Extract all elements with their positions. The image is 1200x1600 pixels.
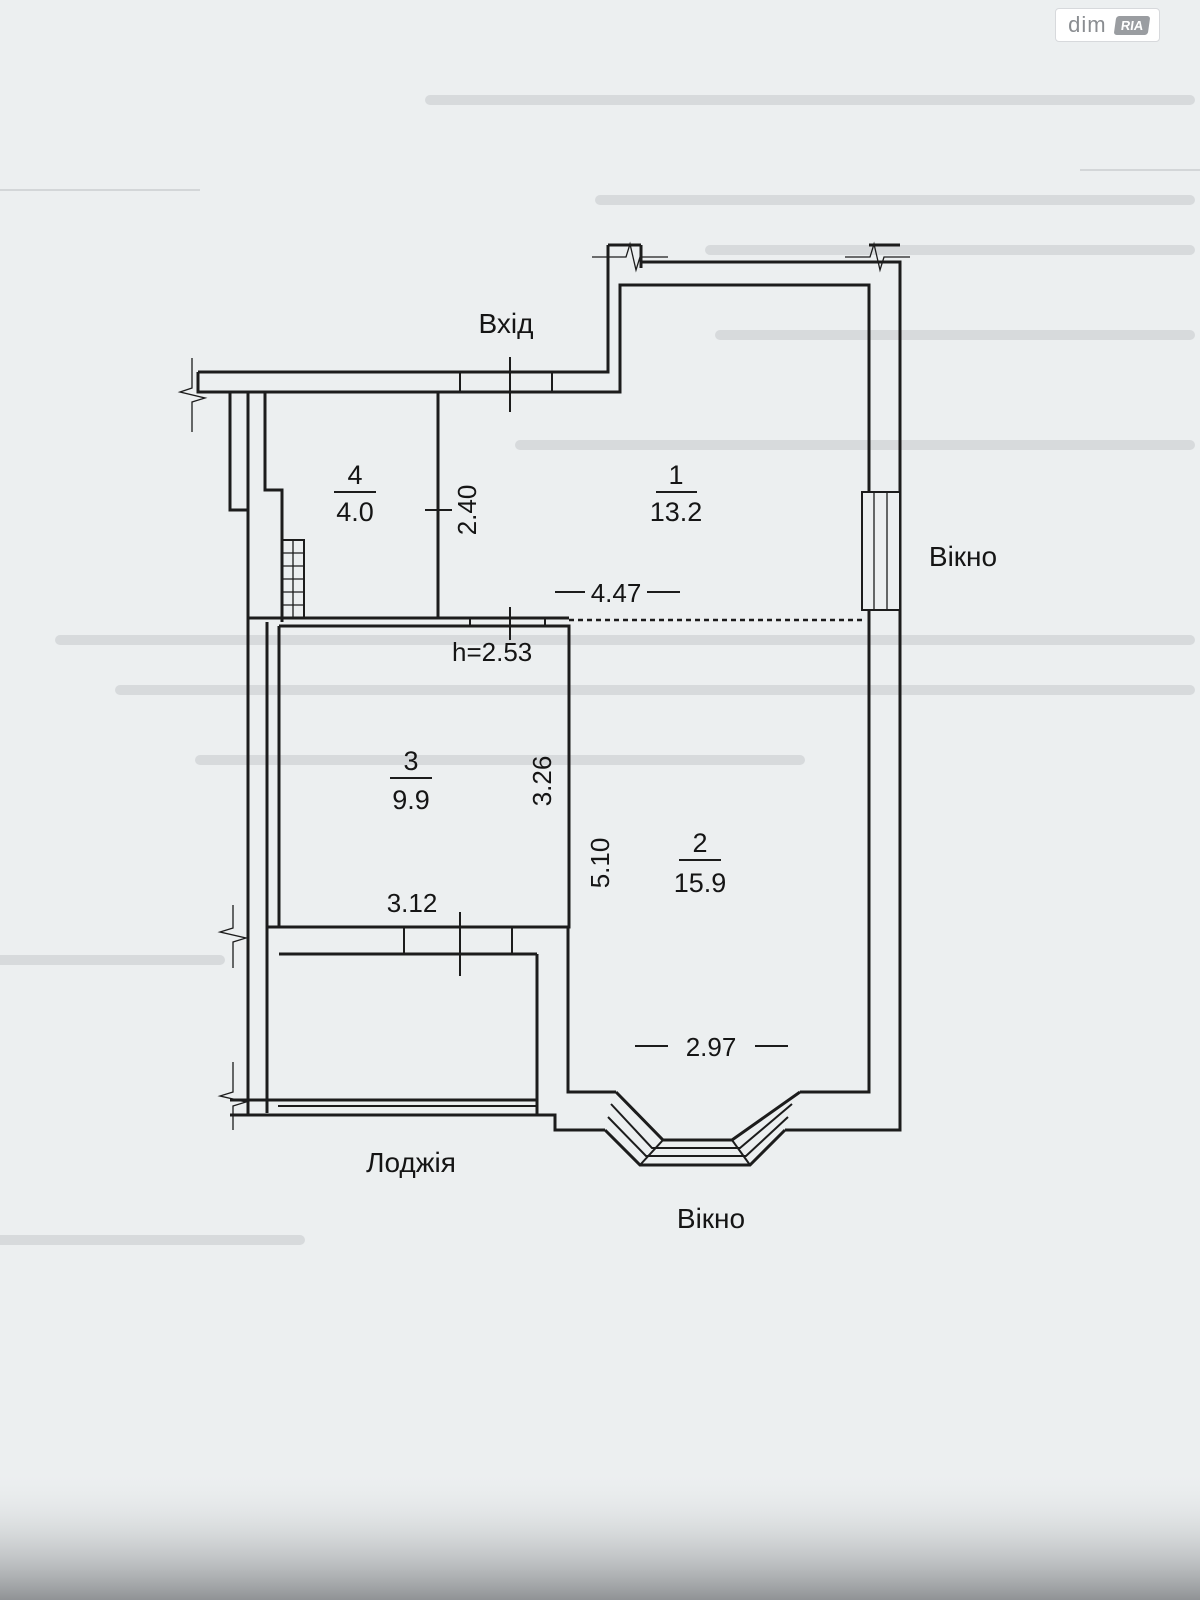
interior-walls [246, 372, 862, 956]
exterior-walls [196, 243, 902, 1132]
caption-window-bottom: Вікно [677, 1203, 745, 1234]
caption-loggia: Лоджія [366, 1147, 456, 1178]
dimension-room2-depth: 5.10 [585, 838, 615, 889]
caption-window-right: Вікно [929, 541, 997, 572]
caption-entrance: Вхід [479, 308, 534, 339]
dimension-room3-depth: 3.26 [527, 756, 557, 807]
room-number: 2 [692, 828, 707, 858]
room-3-label: 3 9.9 [390, 746, 432, 815]
room-area: 15.9 [674, 868, 727, 898]
room-1-label: 1 13.2 [650, 460, 703, 527]
dimension-room2-width: 2.97 [686, 1032, 737, 1062]
side-window [861, 491, 901, 611]
dim-ria-watermark: dim RIA [1055, 8, 1160, 42]
watermark-text: dim [1068, 12, 1107, 37]
wall-break-symbols [177, 241, 910, 1130]
dimension-corridor-width: 4.47 [591, 578, 642, 608]
room-number: 1 [668, 460, 683, 490]
room-area: 4.0 [336, 497, 374, 527]
room-number: 3 [403, 746, 418, 776]
bay-window [603, 1090, 801, 1167]
dimension-ticks [425, 357, 788, 1047]
dimension-room3-width: 3.12 [387, 888, 438, 918]
room-number: 4 [347, 460, 362, 490]
dimension-room4-height: 2.40 [452, 485, 482, 536]
room-area: 13.2 [650, 497, 703, 527]
room-area: 9.9 [392, 785, 430, 815]
room-4-label: 4 4.0 [334, 460, 376, 527]
ceiling-height: h=2.53 [452, 637, 532, 667]
room-2-label: 2 15.9 [674, 828, 727, 898]
